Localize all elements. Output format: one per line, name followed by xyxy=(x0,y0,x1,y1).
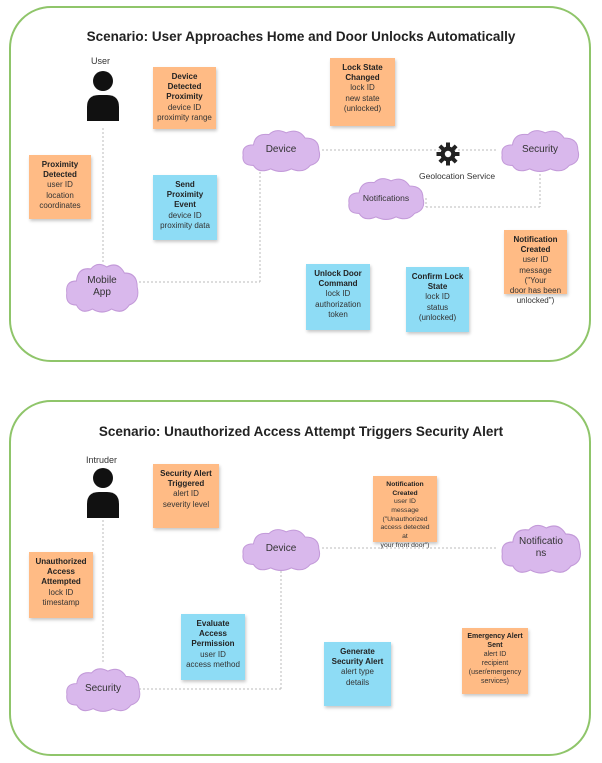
user-icon xyxy=(87,71,119,121)
cloud-security-2: Security xyxy=(62,664,144,714)
note-lock-state-changed: Lock State Changed lock ID new state (un… xyxy=(330,58,395,126)
cloud-device: Device xyxy=(238,126,324,174)
note-evaluate-access-permission: Evaluate Access Permission user ID acces… xyxy=(181,614,245,680)
note-device-detected-proximity: Device Detected Proximity device ID prox… xyxy=(153,67,216,129)
cloud-mobile-app: Mobile App xyxy=(62,259,142,315)
geolocation-service-label: Geolocation Service xyxy=(419,171,496,181)
note-proximity-detected: Proximity Detected user ID location coor… xyxy=(29,155,91,219)
note-confirm-lock-state: Confirm Lock State lock ID status (unloc… xyxy=(406,267,469,332)
note-unauthorized-access-attempted: Unauthorized Access Attempted lock ID ti… xyxy=(29,552,93,618)
note-unlock-door-command: Unlock Door Command lock ID authorizatio… xyxy=(306,264,370,330)
cloud-security: Security xyxy=(497,126,583,174)
note-generate-security-alert: Generate Security Alert alert type detai… xyxy=(324,642,391,706)
note-send-proximity-event: Send Proximity Event device ID proximity… xyxy=(153,175,217,240)
note-emergency-alert-sent: Emergency Alert Sent alert ID recipient … xyxy=(462,628,528,694)
gear-icon xyxy=(436,142,460,166)
scenario-1-title: Scenario: User Approaches Home and Door … xyxy=(86,29,516,44)
cloud-notifications-2: Notificatio ns xyxy=(497,520,585,576)
note-notification-created: Notification Created user ID message ("Y… xyxy=(504,230,567,305)
intruder-icon xyxy=(87,468,119,518)
scenario-2-title: Scenario: Unauthorized Access Attempt Tr… xyxy=(98,424,504,439)
actor-label-user: User xyxy=(91,56,111,66)
cloud-device-2: Device xyxy=(238,525,324,573)
note-notification-created-2: Notification Created user ID message ("U… xyxy=(373,476,437,549)
actor-label-intruder: Intruder xyxy=(86,455,118,465)
cloud-notifications: Notifications xyxy=(344,174,428,222)
note-security-alert-triggered: Security Alert Triggered alert ID severi… xyxy=(153,464,219,528)
